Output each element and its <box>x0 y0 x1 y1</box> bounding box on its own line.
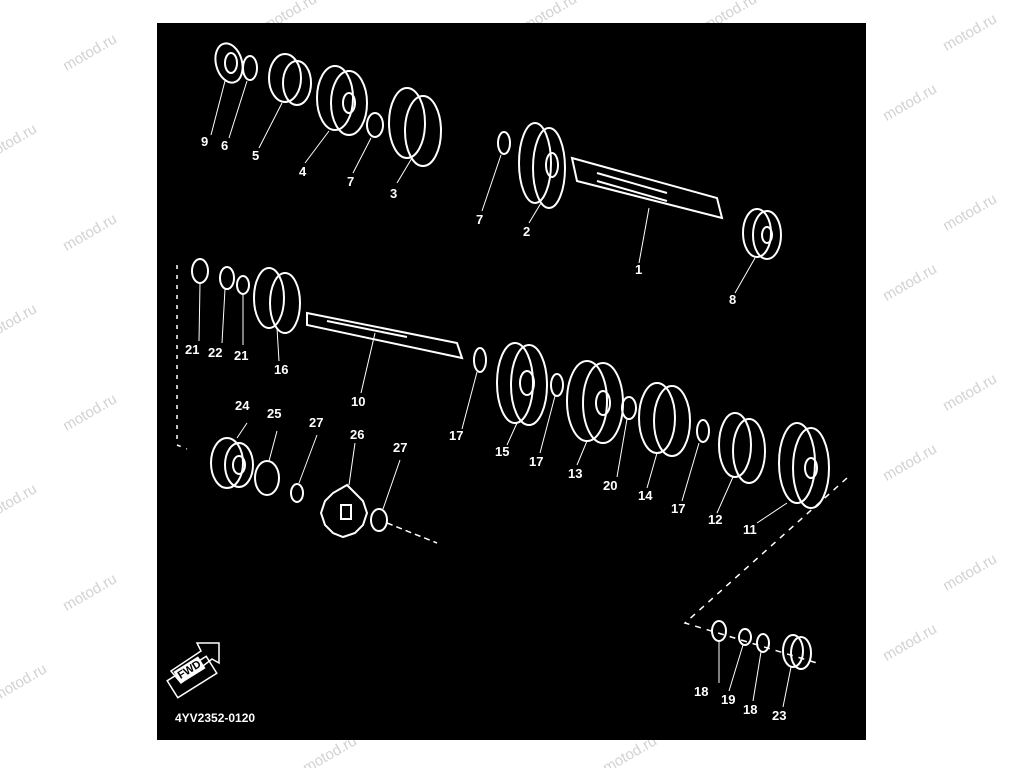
part-label-9: 9 <box>201 134 209 149</box>
part-label-18: 18 <box>694 684 709 699</box>
bearing-part-8 <box>742 208 782 260</box>
main-axle-part-1 <box>570 156 724 220</box>
assembly-leader <box>683 477 848 664</box>
part-label-3: 3 <box>390 186 398 201</box>
part-label-15: 15 <box>495 444 510 459</box>
assembly-bracket <box>176 265 188 450</box>
circlip-part-7a <box>366 112 384 138</box>
watermark-text: motod.ru <box>880 620 940 665</box>
watermark-text: motod.ru <box>0 480 40 525</box>
gear-part-15 <box>496 342 548 426</box>
leader-lines <box>198 80 792 708</box>
watermark-text: motod.ru <box>60 210 120 255</box>
part-label-7: 7 <box>347 174 355 189</box>
part-label-22: 22 <box>208 345 223 360</box>
watermark-text: motod.ru <box>940 10 1000 55</box>
watermark-text: motod.ru <box>60 30 120 75</box>
part-label-18: 18 <box>743 702 758 717</box>
circlip-part-17a <box>473 347 487 373</box>
watermark-text: motod.ru <box>0 120 40 165</box>
transmission-exploded-diagram: 9 6 5 4 7 3 7 2 1 8 21 22 21 16 10 24 25… <box>157 23 866 740</box>
part-label-17: 17 <box>671 501 686 516</box>
part-label-27: 27 <box>309 415 324 430</box>
part-label-17: 17 <box>529 454 544 469</box>
part-label-19: 19 <box>721 692 736 707</box>
part-label-2: 2 <box>523 224 531 239</box>
watermark-text: motod.ru <box>60 570 120 615</box>
washer-part-21b <box>236 275 250 295</box>
part-label-7: 7 <box>476 212 484 227</box>
part-label-12: 12 <box>708 512 723 527</box>
watermark-text: motod.ru <box>940 190 1000 235</box>
circlip-part-6 <box>242 55 258 81</box>
gear-part-11 <box>778 422 830 509</box>
circlip-part-19 <box>738 628 752 646</box>
part-label-8: 8 <box>729 292 737 307</box>
bearing-part-23 <box>782 634 812 670</box>
part-label-11: 11 <box>743 522 757 537</box>
washer-part-18b <box>756 633 770 653</box>
part-label-10: 10 <box>351 394 366 409</box>
circlip-part-22 <box>219 266 235 290</box>
gear-part-3 <box>388 87 442 167</box>
drive-axle-part-10 <box>306 311 464 360</box>
circlip-part-17b <box>550 373 564 397</box>
part-label-17: 17 <box>449 428 464 443</box>
part-label-5: 5 <box>252 148 260 163</box>
part-label-26: 26 <box>350 427 365 442</box>
part-label-16: 16 <box>274 362 289 377</box>
part-label-13: 13 <box>568 466 583 481</box>
sprocket-part-26 <box>319 483 369 539</box>
watermark-text: motod.ru <box>0 660 50 705</box>
circlip-part-17c <box>696 419 710 443</box>
part-label-27: 27 <box>393 440 408 455</box>
watermark-text: motod.ru <box>0 300 40 345</box>
part-label-24: 24 <box>235 398 250 413</box>
circlip-part-7b <box>497 131 511 155</box>
gear-part-13 <box>566 360 624 444</box>
part-label-6: 6 <box>221 138 229 153</box>
watermark-text: motod.ru <box>940 370 1000 415</box>
watermark-text: motod.ru <box>60 390 120 435</box>
washer-part-21a <box>191 258 209 284</box>
oil-seal-part-25 <box>254 460 280 496</box>
bearing-part-24 <box>210 437 254 489</box>
gear-part-12 <box>718 412 766 484</box>
parts-drawing <box>166 42 848 708</box>
part-label-21: 21 <box>234 348 249 363</box>
watermark-text: motod.ru <box>880 260 940 305</box>
gear-part-16 <box>253 267 301 334</box>
gear-part-5 <box>268 53 312 106</box>
part-label-21: 21 <box>185 342 200 357</box>
part-label-1: 1 <box>635 262 643 277</box>
watermark-text: motod.ru <box>880 440 940 485</box>
collar-part-27a <box>290 483 304 503</box>
gear-part-2 <box>518 122 566 209</box>
watermark-text: motod.ru <box>880 80 940 125</box>
part-label-20: 20 <box>603 478 618 493</box>
watermark-text: motod.ru <box>940 550 1000 595</box>
part-label-4: 4 <box>299 164 307 179</box>
part-label-14: 14 <box>638 488 653 503</box>
collar-part-27b <box>370 508 388 532</box>
part-label-23: 23 <box>772 708 787 723</box>
diagram-code: 4YV2352-0120 <box>175 711 256 725</box>
bearing-part-9 <box>214 42 244 84</box>
part-label-25: 25 <box>267 406 282 421</box>
gear-part-4 <box>316 65 368 136</box>
washer-part-18a <box>711 620 727 642</box>
gear-part-14 <box>638 382 691 457</box>
washer-part-20 <box>621 396 637 420</box>
